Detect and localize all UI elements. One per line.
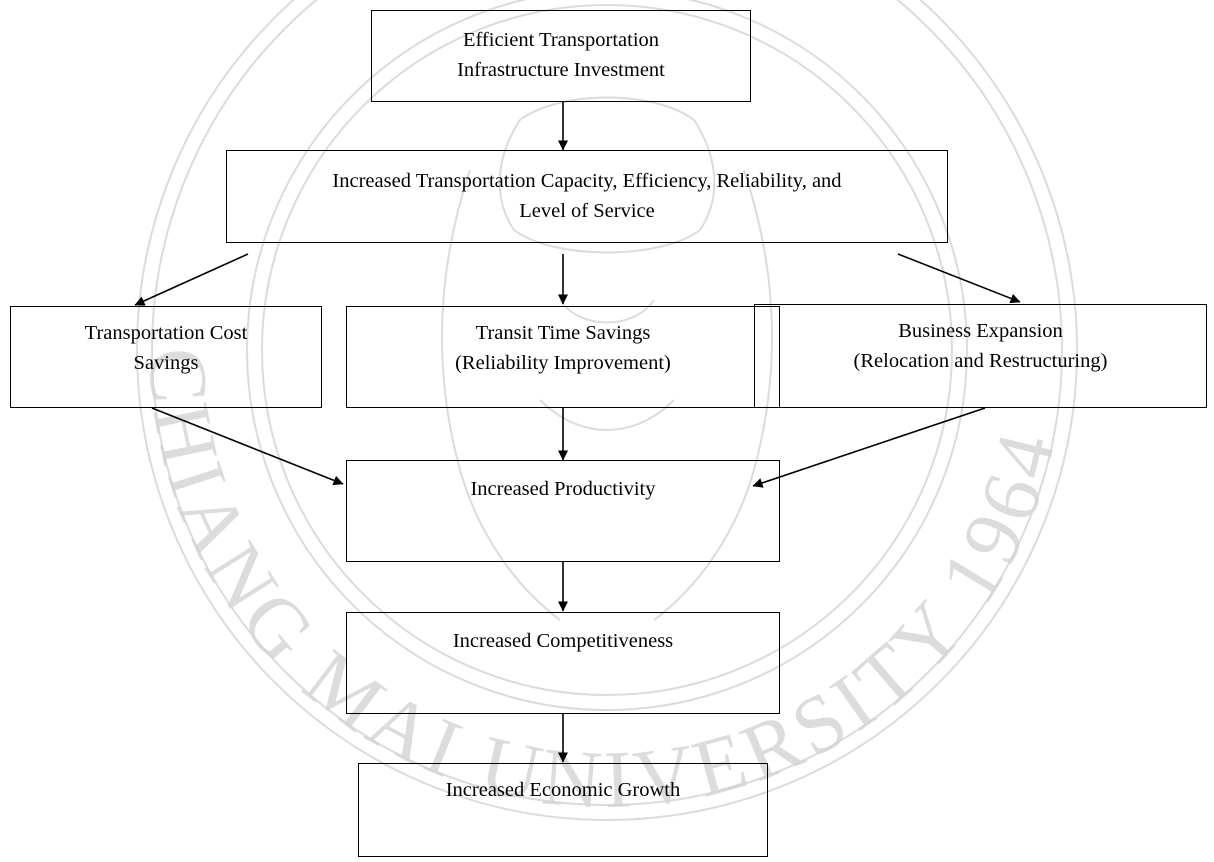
node-label-line: Level of Service: [519, 199, 655, 222]
node-label-line: Business Expansion: [898, 320, 1063, 342]
node-label-line: Increased Productivity: [470, 478, 656, 500]
node-label-line: (Relocation and Restructuring): [853, 349, 1108, 372]
arrow-capacity-to-cost-savings: [134, 253, 249, 306]
node-increased-capacity: Increased Transportation Capacity, Effic…: [226, 150, 948, 243]
node-label-line: Savings: [133, 351, 199, 374]
node-transportation-cost-savings: Transportation Cost Savings: [10, 306, 322, 408]
node-increased-economic-growth: Increased Economic Growth: [358, 763, 768, 857]
node-label-line: Increased Economic Growth: [445, 779, 681, 801]
arrow-capacity-to-business-expansion: [897, 253, 1021, 304]
node-label-line: Transit Time Savings: [475, 322, 651, 344]
node-increased-competitiveness: Increased Competitiveness: [346, 612, 780, 714]
node-transit-time-savings: Transit Time Savings (Reliability Improv…: [346, 306, 780, 408]
node-label-line: Increased Transportation Capacity, Effic…: [332, 169, 842, 192]
node-label-line: Increased Competitiveness: [452, 630, 674, 652]
node-label-line: Efficient Transportation: [462, 29, 660, 52]
node-label-line: Transportation Cost: [84, 322, 248, 344]
node-increased-productivity: Increased Productivity: [346, 460, 780, 562]
node-label-line: (Reliability Improvement): [455, 351, 671, 374]
node-label-line: Infrastructure Investment: [457, 59, 665, 81]
arrow-business-expansion-to-productivity: [752, 407, 986, 488]
node-business-expansion: Business Expansion (Relocation and Restr…: [754, 304, 1207, 408]
node-efficient-investment: Efficient Transportation Infrastructure …: [371, 10, 751, 102]
arrow-cost-savings-to-productivity: [151, 407, 344, 486]
